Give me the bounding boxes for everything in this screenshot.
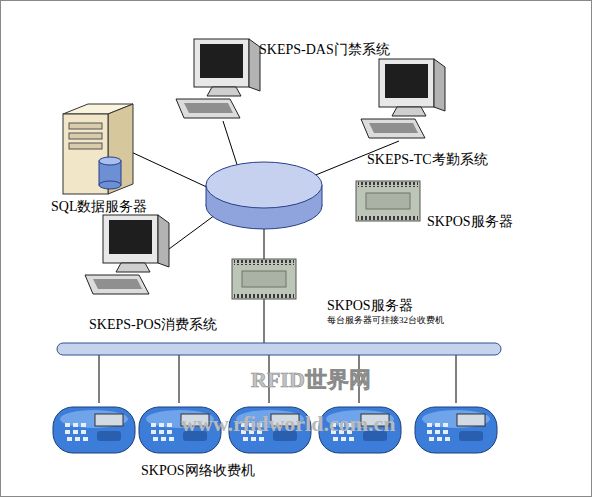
network-wire [169,215,215,249]
bus-pipe [57,343,501,355]
server-board [356,181,420,221]
network-wire [264,227,265,259]
device-note: 每台服务器可挂接32台收费机 [327,314,444,327]
device-label-box: SKEPS-POS消费系统 [89,316,217,333]
device-name: SKPOS服务器 [327,297,444,314]
computer-icon [176,39,260,118]
device-label-box: SQL数据服务器 [51,198,147,215]
bus-drop [179,355,180,403]
pos-terminal [53,407,135,453]
server-board [232,259,296,299]
hub-top [206,162,322,208]
db-cylinder-top [99,157,121,165]
device-label-box: SKEPS-DAS门禁系统 [259,41,390,58]
drive-slot [69,143,102,149]
bus-wire [264,299,265,344]
device-name: SKEPS-POS消费系统 [89,316,217,333]
watermark: RFID世界网 [251,365,371,395]
drive-slot [69,123,102,129]
device-name: SKEPS-TC考勤系统 [367,151,488,168]
group-label: SKPOS网络收费机 [141,462,255,480]
bus-drop [99,355,100,403]
network-wire [129,151,211,189]
db-cylinder-base [99,181,121,189]
drive-slot [69,133,102,139]
bus-drop [456,355,457,403]
device-name: SKPOS服务器 [427,213,513,230]
device-label-box: SKEPS-TC考勤系统 [367,151,488,168]
device-label-box: SKPOS服务器 [427,213,513,230]
computer-icon [85,215,169,294]
tower-server [63,104,133,194]
computer-icon [361,59,445,138]
device-name: SKEPS-DAS门禁系统 [259,41,390,58]
device-name: SQL数据服务器 [51,198,147,215]
device-label-box: SKPOS服务器每台服务器可挂接32台收费机 [327,297,444,327]
pos-terminal [415,407,497,453]
watermark: www.rfidworld.com.cn [181,411,395,437]
